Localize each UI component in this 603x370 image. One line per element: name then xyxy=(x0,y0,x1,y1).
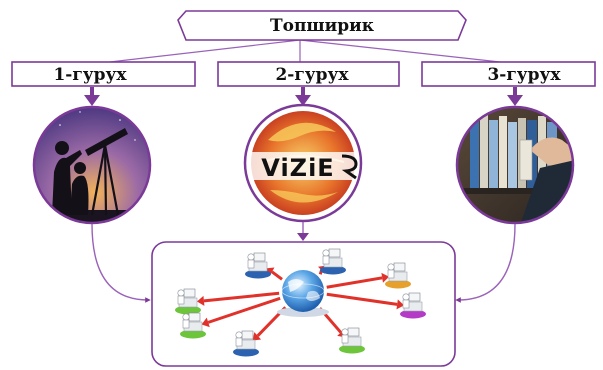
workstation-node xyxy=(175,288,201,315)
network-arrow xyxy=(326,292,398,306)
down-arrows xyxy=(84,87,523,106)
network-arrow-head xyxy=(265,267,275,277)
vizier-logo-text: ViZiE xyxy=(261,154,334,182)
down-arrow-2 xyxy=(295,87,311,106)
connector-line xyxy=(109,39,301,63)
workstation-node xyxy=(180,312,206,339)
network-nodes xyxy=(175,248,426,357)
network-arrow-head xyxy=(252,332,262,341)
network-arrow xyxy=(203,291,280,303)
workstation-node xyxy=(385,262,411,289)
network-arrow xyxy=(207,296,281,324)
network-arrow-head xyxy=(381,272,390,283)
network-arrow-head xyxy=(201,317,210,328)
title-banner: Топширик xyxy=(177,10,467,41)
connector-line xyxy=(299,39,501,63)
connector-lines-bottom xyxy=(91,222,516,303)
logo-r-glyph xyxy=(341,154,358,180)
workstation-node xyxy=(400,292,426,319)
workstation-node xyxy=(339,327,365,354)
curve-connector-1 xyxy=(91,223,151,303)
down-arrow-1 xyxy=(84,87,100,106)
workstation-node xyxy=(320,248,346,275)
network-arrow-head xyxy=(396,299,405,310)
group-label-3: 3-гурух xyxy=(487,65,561,85)
vizier-logo-image: ViZiE xyxy=(243,103,363,223)
globe-icon xyxy=(277,270,329,317)
library-image xyxy=(455,105,575,225)
stargazing-image xyxy=(32,105,152,225)
group-label-2: 2-гурух xyxy=(275,65,349,85)
network-arrow-head xyxy=(196,295,205,306)
workstation-node xyxy=(245,252,271,279)
group-label-1: 1-гурух xyxy=(53,65,127,85)
group-box-2: 2-гурух xyxy=(217,61,400,87)
down-arrow-3 xyxy=(507,87,523,106)
network-arrow xyxy=(326,276,383,289)
curve-connector-3 xyxy=(455,223,516,303)
network-arrow xyxy=(271,270,283,281)
group-box-3: 3-гурух xyxy=(421,61,596,87)
workstation-node xyxy=(233,330,259,357)
network-illustration xyxy=(175,248,426,357)
group-box-1: 1-гурух xyxy=(11,61,196,87)
connector-lines-top xyxy=(109,39,501,63)
title-text: Топширик xyxy=(270,16,375,36)
